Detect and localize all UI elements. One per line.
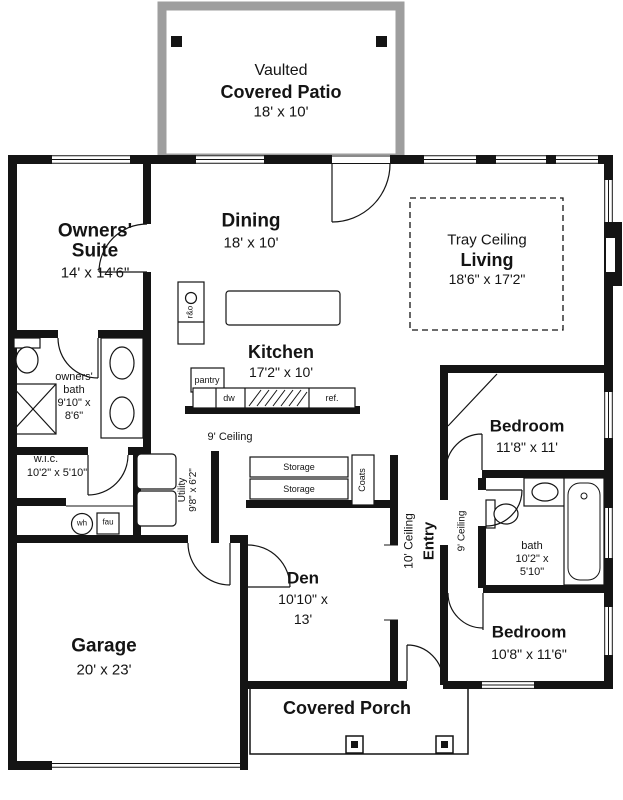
furnace-label: fau (102, 517, 114, 527)
coats-label: Coats (356, 468, 367, 492)
kitchen-counter-west (177, 281, 205, 345)
owners-suite-dims: 14' x 14'6" (60, 264, 130, 282)
range-hatch (248, 389, 308, 407)
den-name: Den (286, 568, 320, 588)
utility-label: Utility 9'8" x 6'2" (177, 468, 199, 512)
porch-outline (249, 689, 469, 755)
owners-suite-name2: Suite (71, 240, 119, 262)
den-dims2: 13' (293, 611, 313, 628)
hall-bath-dims1: 10'2" x (515, 552, 549, 565)
entry-name: Entry (420, 521, 438, 561)
refrigerator-label: ref. (325, 392, 339, 403)
kitchen-counter-south (192, 387, 356, 409)
toilet-owners-bath (13, 337, 41, 374)
utility-name: Utility (176, 477, 188, 503)
owners-suite-name1: Owners' (57, 220, 133, 242)
washer-dryer (136, 453, 177, 527)
fireplace (604, 222, 622, 286)
vanity-hall-bath (523, 477, 567, 507)
den-dims1: 10'10" x (278, 591, 328, 608)
entry-ceiling-label: 10' Ceiling (401, 513, 416, 569)
ceiling-9-hall-label: 9' Ceiling (456, 510, 468, 552)
shower (9, 383, 57, 435)
hall-bath-name: bath (521, 539, 543, 552)
living-dims: 18'6" x 17'2" (448, 271, 526, 288)
owners-bath-dims1: 9'10" x (57, 396, 91, 409)
porch-posts (345, 735, 454, 754)
dining-dims: 18' x 10' (223, 234, 279, 252)
hall-bath-dims2: 5'10" (519, 565, 545, 578)
double-vanity (100, 337, 144, 439)
kitchen-island (225, 290, 341, 326)
tray-ceiling-outline (409, 197, 564, 331)
furnace (96, 512, 120, 535)
bedroom2-dims: 10'8" x 11'6" (491, 646, 567, 663)
closet-angled-wall (447, 373, 498, 427)
living-tray-ceiling: Tray Ceiling (447, 231, 527, 249)
bedroom1-name: Bedroom (489, 416, 565, 436)
water-heater (66, 505, 133, 536)
dining-name: Dining (221, 210, 281, 232)
coats-closet (351, 454, 375, 506)
windows (52, 155, 613, 770)
pantry-label: pantry (194, 374, 220, 385)
dishwasher-label: dw (223, 392, 235, 403)
toilet-hall-bath (485, 499, 519, 529)
porch-name: Covered Porch (282, 697, 412, 718)
bathtub (563, 477, 605, 586)
wic-dims: 10'2" x 5'10" (26, 466, 88, 479)
bedroom1-dims: 11'8" x 11' (496, 439, 558, 456)
storage-label-1: Storage (283, 461, 315, 472)
door-swings (57, 163, 523, 682)
utility-dims: 9'8" x 6'2" (188, 468, 199, 512)
patio-name-label: Covered Patio (220, 81, 342, 102)
bedroom2-name: Bedroom (491, 622, 567, 642)
storage-label-2: Storage (283, 483, 315, 494)
garage-dims: 20' x 23' (76, 661, 132, 679)
wic-name: w.i.c. (33, 452, 59, 465)
kitchen-name: Kitchen (247, 341, 315, 362)
owners-bath-name2: bath (63, 383, 85, 396)
owners-bath-dims2: 8'6" (64, 409, 84, 422)
garage-name: Garage (71, 635, 137, 657)
water-heater-label: wh (76, 518, 88, 528)
patio-dims-label: 18' x 10' (253, 103, 309, 121)
patio-vaulted-label: Vaulted (254, 62, 308, 80)
range-oven-label: r&o (185, 305, 195, 319)
ceiling-9-main-label: 9' Ceiling (207, 430, 253, 443)
owners-bath-name1: owners' (55, 370, 93, 383)
storage-shelves (249, 456, 349, 500)
living-name: Living (460, 249, 514, 270)
kitchen-dims: 17'2" x 10' (248, 364, 314, 381)
patio-posts (171, 36, 387, 47)
